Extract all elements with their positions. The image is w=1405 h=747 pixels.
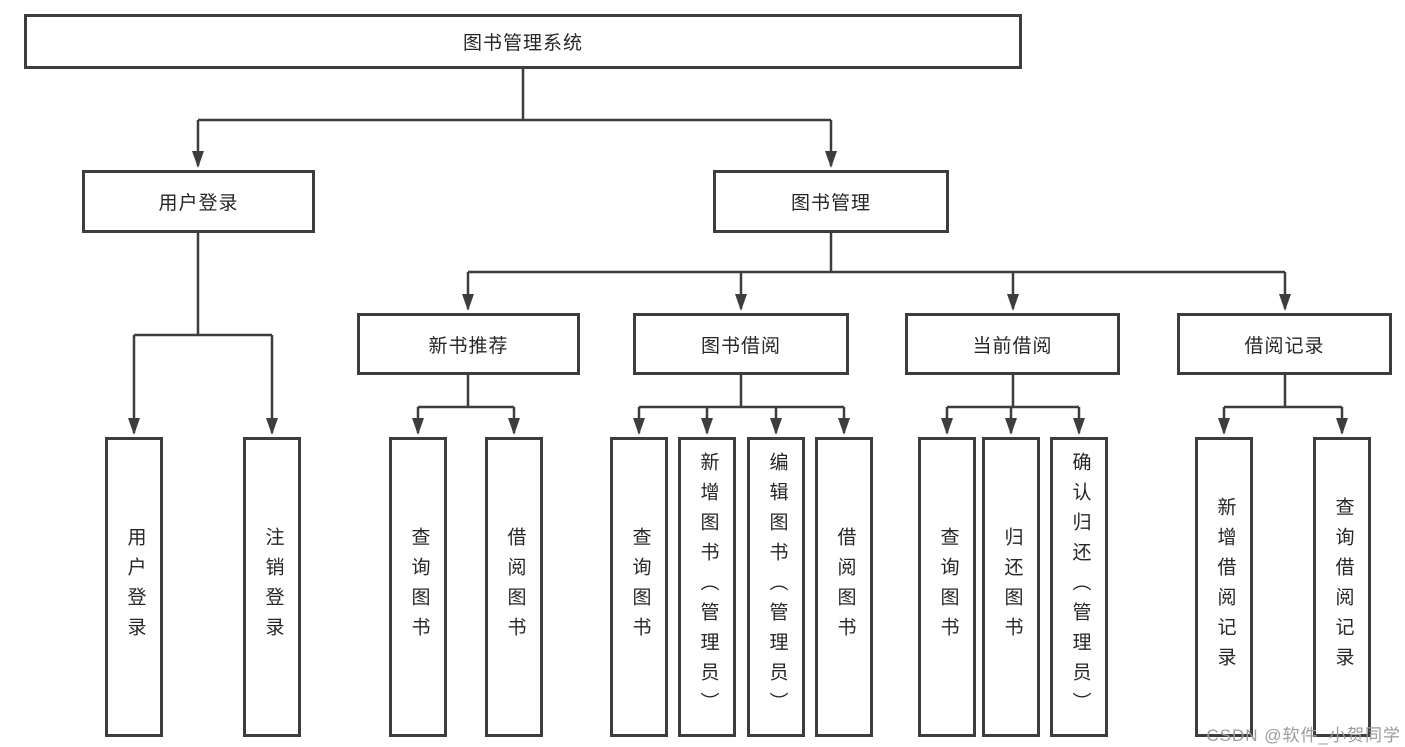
node-leaf-edit-books-admin-label: 编辑图书（管理员）	[766, 452, 788, 722]
node-leaf-add-books-admin: 新增图书（管理员）	[678, 437, 736, 737]
node-borrow-records-label: 借阅记录	[1244, 335, 1325, 357]
node-leaf-return-books-label: 归还图书	[1001, 527, 1023, 647]
node-current-borrow-label: 当前借阅	[972, 335, 1053, 357]
node-leaf-add-borrow-record: 新增借阅记录	[1195, 437, 1253, 737]
node-leaf-logout: 注销登录	[243, 437, 301, 737]
node-leaf-user-login: 用户登录	[105, 437, 163, 737]
node-new-book-recommend: 新书推荐	[357, 313, 580, 375]
node-leaf-edit-books-admin: 编辑图书（管理员）	[747, 437, 805, 737]
node-leaf-borrow-books-label: 借阅图书	[834, 527, 856, 647]
node-leaf-add-books-admin-label: 新增图书（管理员）	[697, 452, 719, 722]
node-root-system-label: 图书管理系统	[462, 33, 583, 54]
node-root-system: 图书管理系统	[24, 14, 1022, 69]
node-book-borrow: 图书借阅	[633, 313, 849, 375]
node-leaf-add-borrow-record-label: 新增借阅记录	[1214, 497, 1236, 677]
node-borrow-records: 借阅记录	[1177, 313, 1392, 375]
node-leaf-borrow-books-recommend: 借阅图书	[485, 437, 543, 737]
node-leaf-logout-label: 注销登录	[262, 527, 284, 647]
node-leaf-query-books-borrow: 查询图书	[610, 437, 668, 737]
node-leaf-query-books-recommend-label: 查询图书	[408, 527, 430, 647]
node-leaf-return-books: 归还图书	[982, 437, 1040, 737]
node-leaf-query-borrow-record-label: 查询借阅记录	[1332, 497, 1354, 677]
node-user-login-group-label: 用户登录	[158, 193, 239, 214]
node-leaf-query-borrow-record: 查询借阅记录	[1313, 437, 1371, 737]
node-book-management-group-label: 图书管理	[790, 193, 871, 214]
node-leaf-user-login-label: 用户登录	[124, 527, 146, 647]
node-leaf-confirm-return-admin: 确认归还（管理员）	[1050, 437, 1108, 737]
node-user-login-group: 用户登录	[82, 170, 315, 233]
node-leaf-query-books-current: 查询图书	[918, 437, 976, 737]
node-book-borrow-label: 图书借阅	[700, 335, 781, 357]
node-leaf-borrow-books-recommend-label: 借阅图书	[504, 527, 526, 647]
node-current-borrow: 当前借阅	[905, 313, 1120, 375]
node-leaf-confirm-return-admin-label: 确认归还（管理员）	[1069, 452, 1091, 722]
node-leaf-query-books-borrow-label: 查询图书	[629, 527, 651, 647]
node-leaf-query-books-recommend: 查询图书	[389, 437, 447, 737]
node-leaf-query-books-current-label: 查询图书	[937, 527, 959, 647]
node-book-management-group: 图书管理	[713, 170, 949, 233]
node-leaf-borrow-books: 借阅图书	[815, 437, 873, 737]
watermark: CSDN @软件_小贺同学	[1206, 726, 1401, 745]
node-new-book-recommend-label: 新书推荐	[428, 335, 509, 357]
